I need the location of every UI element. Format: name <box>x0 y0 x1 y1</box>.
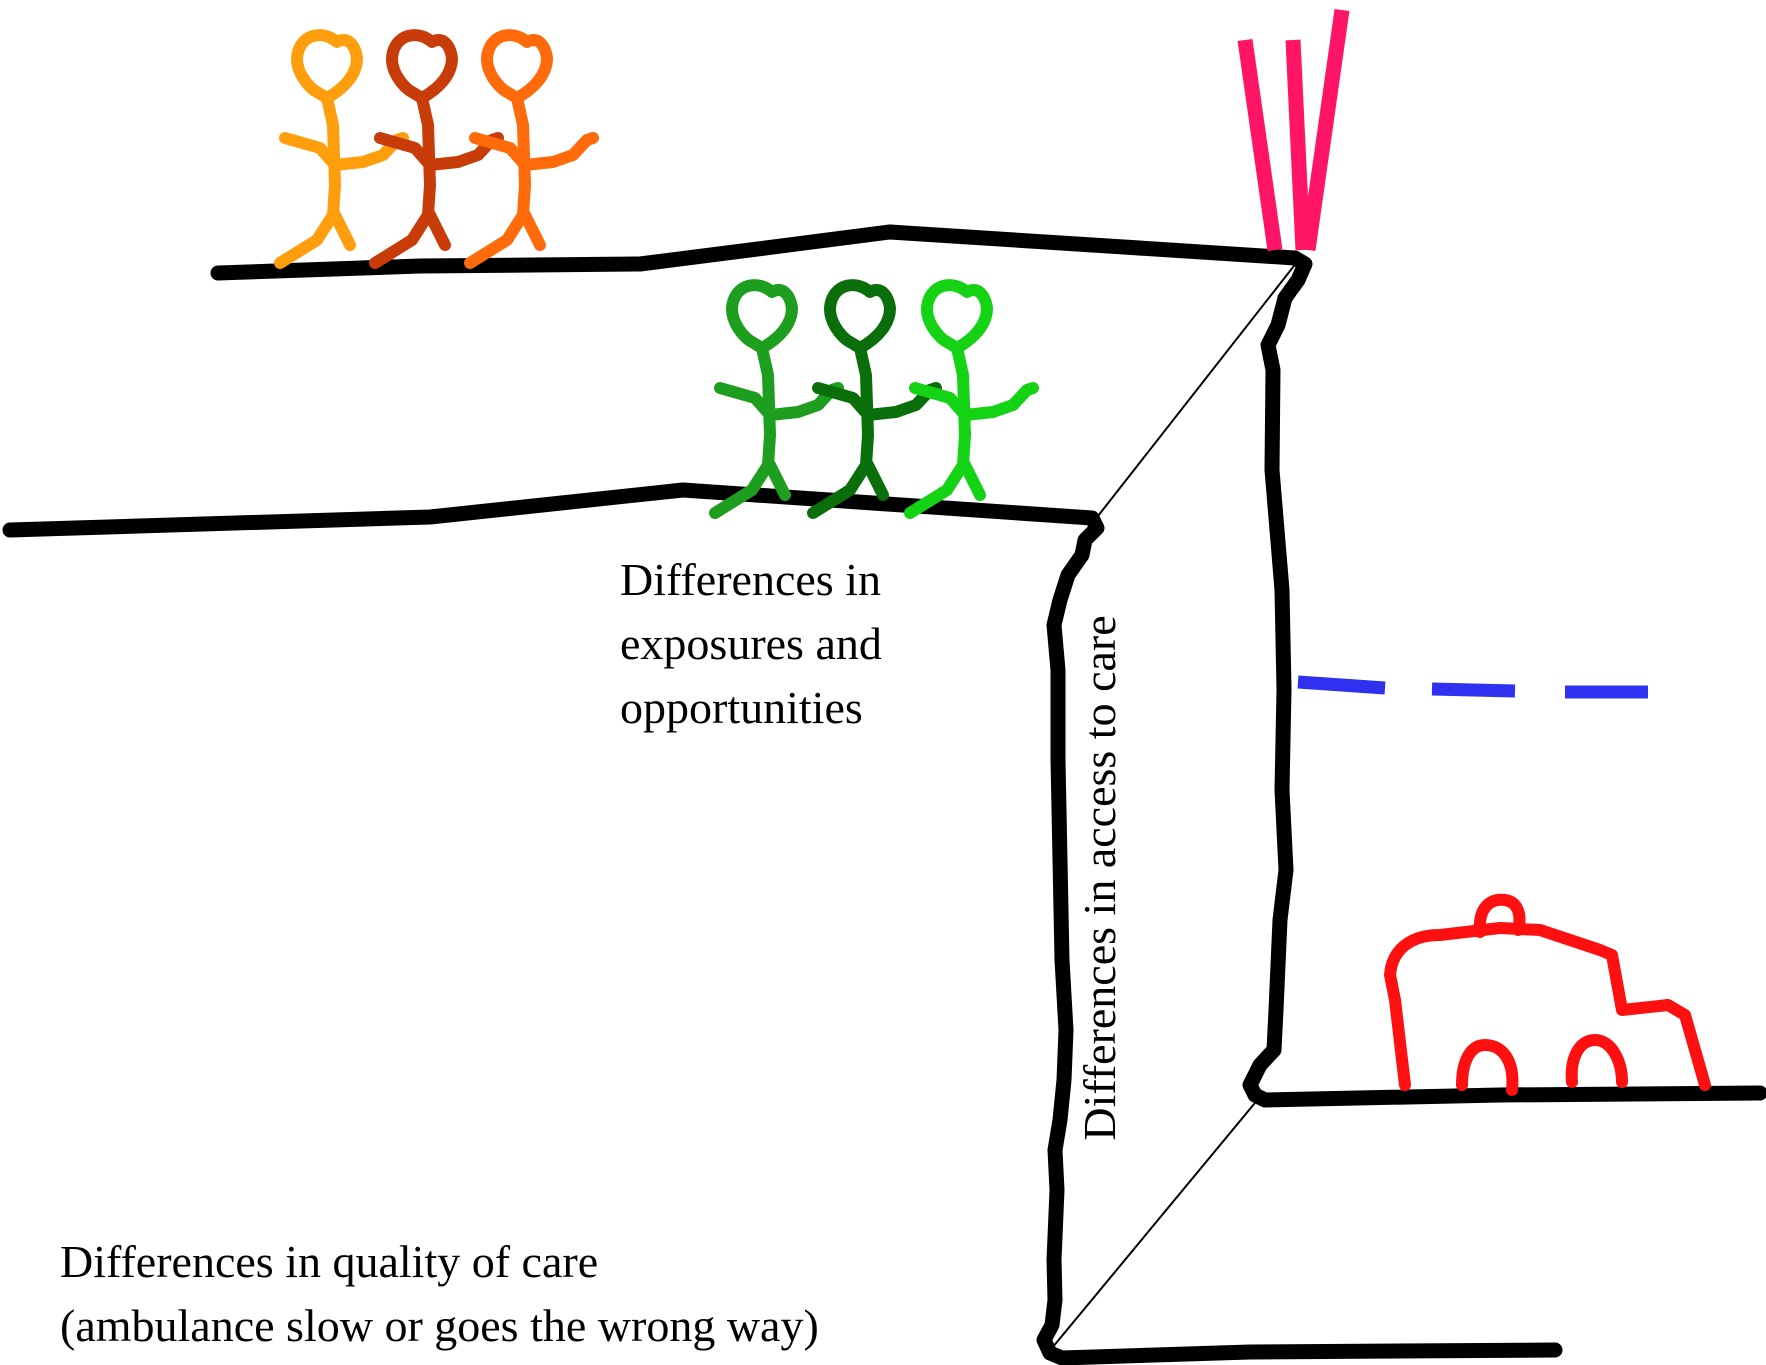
falling-person-icon <box>1237 8 1350 252</box>
middle-ledge-people <box>715 285 1033 513</box>
quality-label: Differences in quality of care (ambulanc… <box>60 1230 819 1358</box>
quality-label-line1: Differences in quality of care <box>60 1236 599 1287</box>
quality-label-line2: (ambulance slow or goes the wrong way) <box>60 1300 819 1351</box>
upper-ledge-people <box>280 35 593 263</box>
exposures-label-line2: exposures and <box>620 618 882 669</box>
perspective-line-bottom <box>1051 1091 1265 1349</box>
exposures-label-line1: Differences in <box>620 554 881 605</box>
dashed-path <box>1297 675 1648 699</box>
stick-figure-icon <box>715 285 838 513</box>
ambulance-icon <box>1384 893 1711 1096</box>
exposures-label-line3: opportunities <box>620 682 863 733</box>
access-label: Differences in access to care <box>1074 615 1125 1141</box>
middle-cliff-edge <box>2 482 1563 1365</box>
upper-cliff-edge <box>210 224 1766 1108</box>
perspective-line-top <box>1097 261 1298 517</box>
exposures-label: Differences in exposures and opportuniti… <box>620 548 882 740</box>
stick-figure-icon <box>280 35 403 263</box>
